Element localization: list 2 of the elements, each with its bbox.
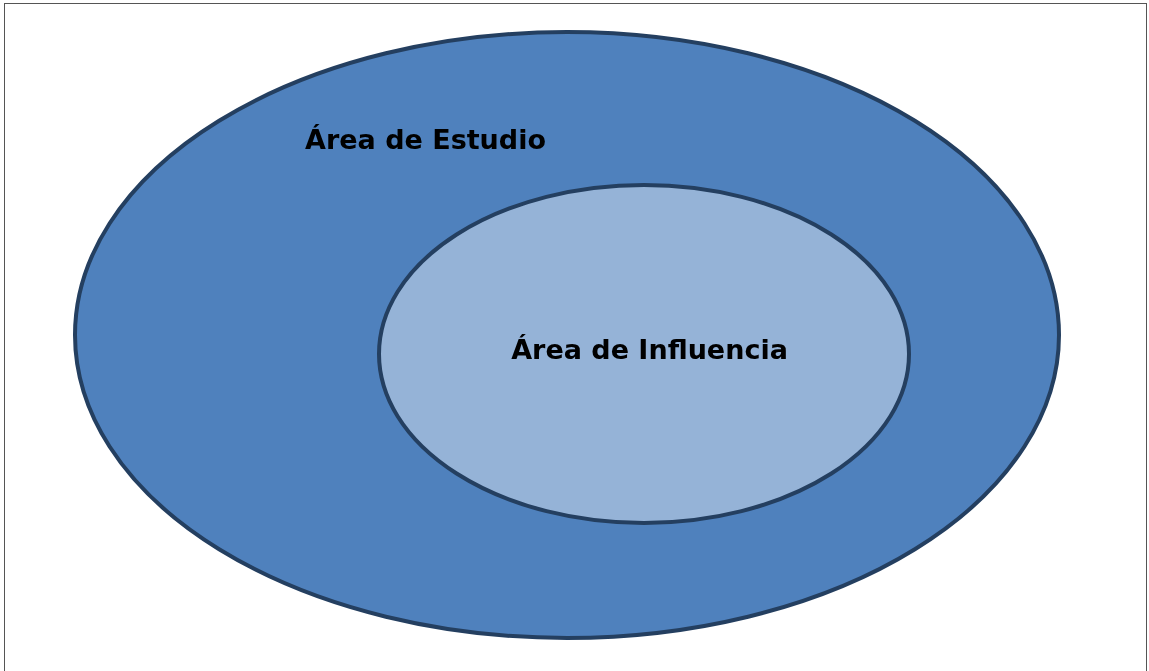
area-label: Área de Estudio — [305, 124, 546, 155]
area-label: Área de Influencia — [511, 333, 788, 365]
